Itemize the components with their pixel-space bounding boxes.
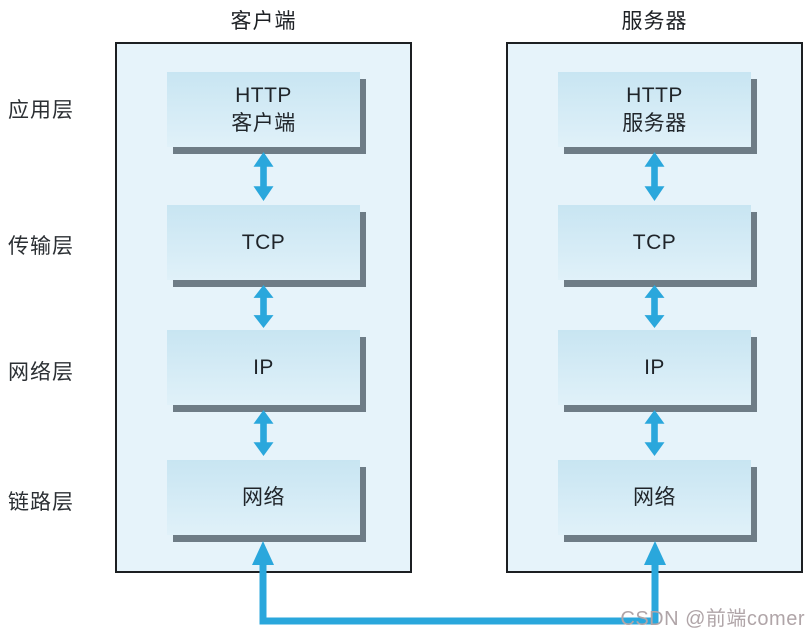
double-arrow-icon <box>644 152 665 201</box>
box-label-line: HTTP <box>626 83 683 107</box>
client-tcp-box: TCP <box>167 205 360 280</box>
double-arrow-icon <box>253 152 274 201</box>
layer-label-network: 网络层 <box>8 361 74 384</box>
box-label-line: HTTP <box>235 83 292 107</box>
client-panel: HTTP 客户端 TCP IP 网络 <box>115 42 412 573</box>
server-panel: HTTP 服务器 TCP IP 网络 <box>506 42 803 573</box>
client-link-box: 网络 <box>167 460 360 535</box>
client-ip-box: IP <box>167 330 360 405</box>
client-http-box: HTTP 客户端 <box>167 72 360 147</box>
box-label-line: IP <box>644 355 665 379</box>
server-http-box: HTTP 服务器 <box>558 72 751 147</box>
double-arrow-icon <box>253 285 274 328</box>
box-label-line: 客户端 <box>231 111 296 135</box>
watermark: CSDN @前端comer <box>620 608 805 630</box>
box-label-line: TCP <box>241 230 286 254</box>
double-arrow-icon <box>644 410 665 456</box>
box-label-line: 网络 <box>242 485 285 509</box>
box-label-line: 服务器 <box>622 111 687 135</box>
server-column-title: 服务器 <box>621 10 688 33</box>
server-tcp-box: TCP <box>558 205 751 280</box>
double-arrow-icon <box>644 285 665 328</box>
client-column-title: 客户端 <box>230 10 297 33</box>
box-label-line: IP <box>253 355 274 379</box>
layer-label-application: 应用层 <box>8 99 74 122</box>
box-label-line: TCP <box>632 230 677 254</box>
server-ip-box: IP <box>558 330 751 405</box>
double-arrow-icon <box>253 410 274 456</box>
layer-label-link: 链路层 <box>8 491 74 514</box>
box-label-line: 网络 <box>633 485 676 509</box>
server-link-box: 网络 <box>558 460 751 535</box>
layer-label-transport: 传输层 <box>8 235 74 258</box>
